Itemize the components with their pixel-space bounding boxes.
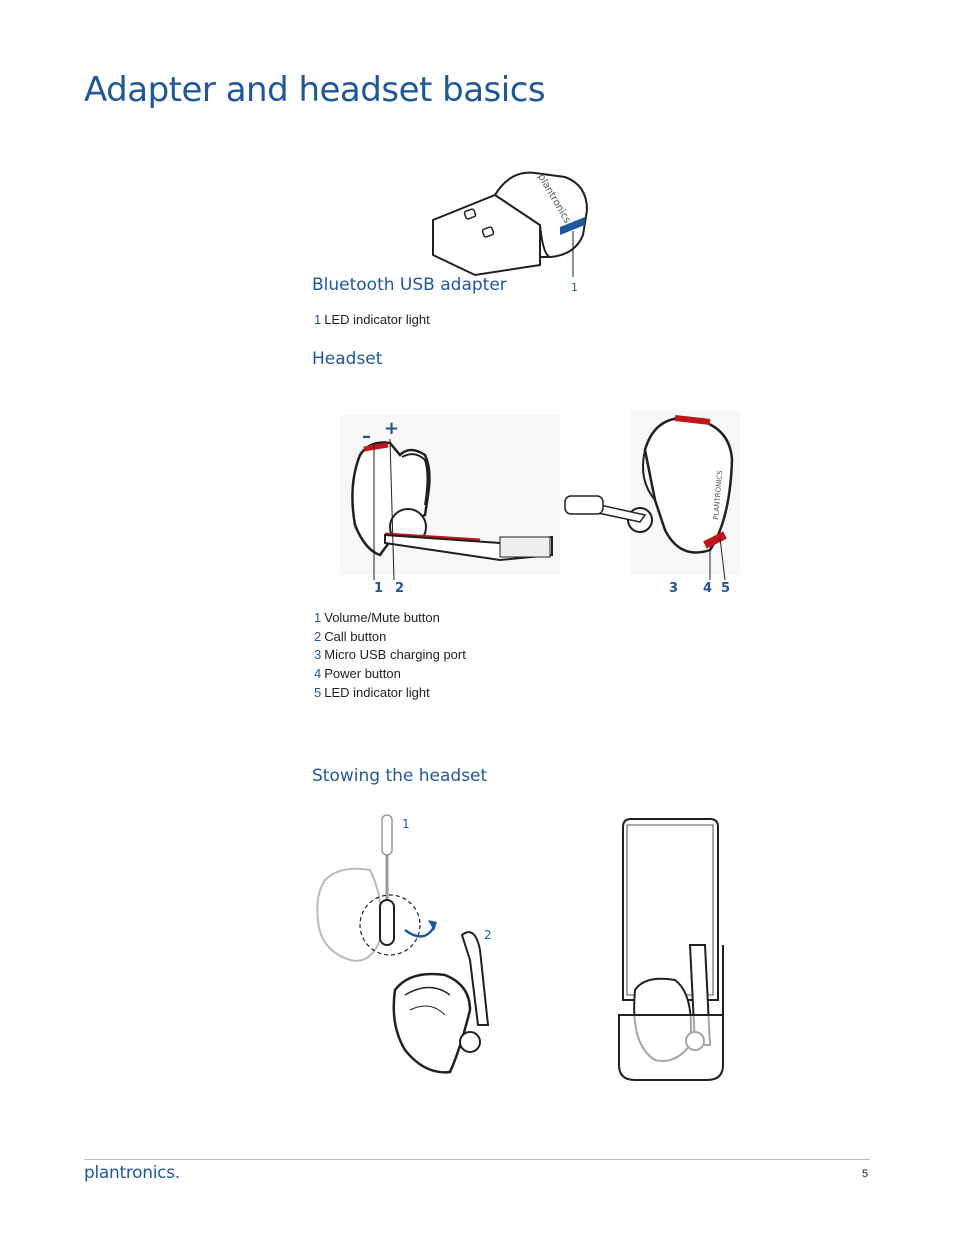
headset-right-illustration: PLANTRONICS bbox=[564, 410, 740, 581]
headset-callout-2: 2 bbox=[395, 581, 405, 596]
usb-adapter-illustration: plantronics bbox=[432, 171, 589, 277]
stowing-heading: Stowing the headset bbox=[312, 766, 488, 786]
stowing-illustration bbox=[316, 814, 490, 1074]
stowing-callout-2: 2 bbox=[484, 928, 492, 942]
page-title: Adapter and headset basics bbox=[84, 70, 546, 110]
plus-symbol: + bbox=[384, 418, 400, 439]
headset-callout-4: 4 bbox=[703, 581, 713, 596]
stowing-case-illustration bbox=[618, 818, 724, 1081]
stowing-callout-1: 1 bbox=[402, 817, 410, 831]
plantronics-logo: plantronics. bbox=[84, 1163, 180, 1183]
usb-adapter-heading: Bluetooth USB adapter bbox=[312, 275, 507, 295]
footer-divider bbox=[84, 1159, 870, 1160]
minus-symbol: – bbox=[362, 426, 371, 447]
page-number: 5 bbox=[862, 1168, 869, 1180]
headset-heading: Headset bbox=[312, 349, 383, 369]
headset-callout-5: 5 bbox=[721, 581, 731, 596]
headset-callout-3: 3 bbox=[669, 581, 679, 596]
usb-callout-1: 1 bbox=[571, 281, 578, 294]
headset-callout-1: 1 bbox=[374, 581, 384, 596]
headset-left-illustration bbox=[340, 415, 560, 581]
